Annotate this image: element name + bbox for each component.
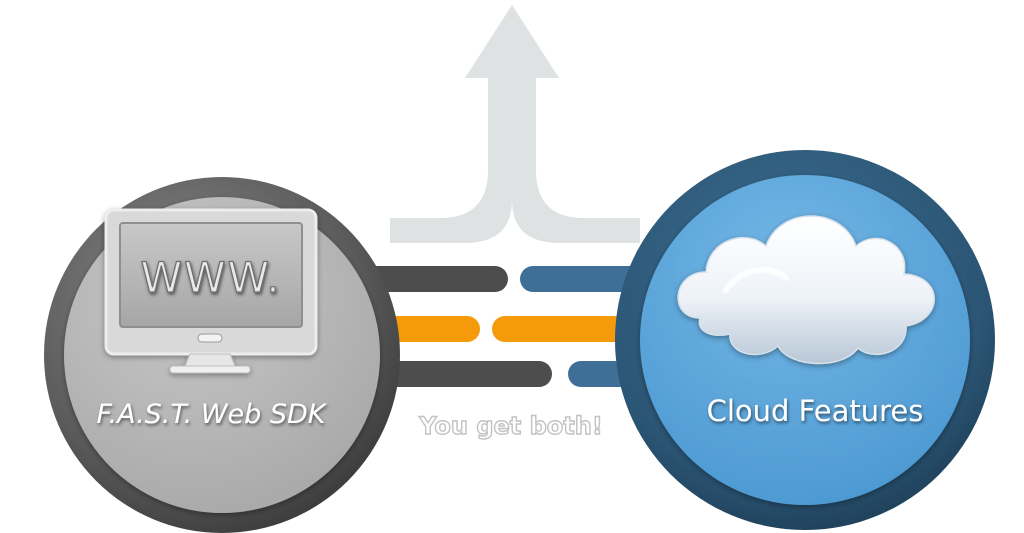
cloud-icon (677, 215, 935, 365)
connector-caption: You get both! (418, 412, 603, 440)
connector-bar-dark-left-bottom (360, 361, 552, 387)
left-node-label: F.A.S.T. Web SDK (96, 399, 327, 430)
screen-www-text: WWW. (140, 253, 281, 302)
merge-arrow-icon (390, 5, 640, 243)
left-node: WWW. F.A.S.T. Web SDK (44, 177, 400, 533)
right-node-label: Cloud Features (707, 394, 924, 428)
right-node: Cloud Features (615, 150, 995, 530)
connector-bar-dark-left-top (360, 266, 508, 292)
monitor-icon (104, 208, 318, 374)
